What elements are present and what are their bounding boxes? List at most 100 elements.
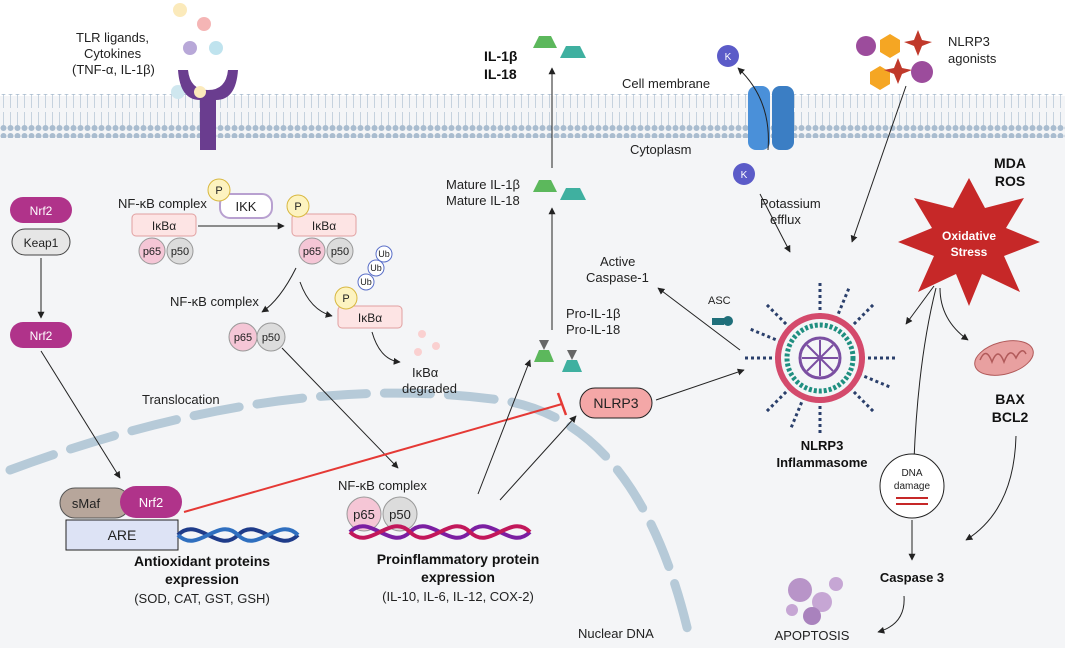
p-1-label: P: [215, 185, 222, 197]
active-caspase-label-2: Caspase-1: [586, 270, 649, 285]
mature-il18-label: Mature IL-18: [446, 193, 520, 208]
arrow-to-ub-ikba: [299, 281, 333, 318]
keap1-label: Keap1: [24, 236, 59, 250]
nfkb-complex-mid-label: NF-κB complex: [170, 294, 259, 309]
bcl2-label: BCL2: [992, 409, 1029, 425]
nrf2-mid-label: Nrf2: [30, 329, 53, 343]
oxidative-stress-label-2: Stress: [951, 245, 988, 259]
proinflammatory-title-2: expression: [421, 569, 495, 585]
ros-label: ROS: [995, 173, 1025, 189]
nrf2-free-node: [10, 322, 72, 348]
ub-label-2: Ub: [370, 263, 382, 273]
arrow-nfkb-translocation: [281, 347, 399, 469]
arrow-ros-to-dna-damage: [910, 287, 937, 461]
inhibition-line: [183, 403, 563, 513]
arrow-ikba-degradation: [371, 331, 401, 365]
pro-il1b-label: Pro-IL-1β: [566, 306, 620, 321]
p50-1-label: p50: [171, 246, 189, 258]
antioxidant-title-1: Antioxidant proteins: [134, 553, 270, 569]
dna-helix-antioxidant: [176, 527, 300, 543]
nlrp3-inflammasome-icon: [744, 282, 896, 434]
tlr-ligands-label: TLR ligands,: [76, 30, 149, 45]
p-3-label: P: [342, 293, 349, 305]
il18-secreted-icon: [560, 46, 586, 58]
ikba-degraded-label-1: IκBα: [412, 365, 439, 380]
mitochondria-icon: [974, 340, 1034, 376]
bax-label: BAX: [995, 391, 1025, 407]
ikba-2-label: IκBα: [312, 219, 336, 233]
il1b-secreted-icon: [533, 36, 557, 48]
dna-helix-proinflammatory: [348, 524, 532, 540]
tlr-receptor-icon: [178, 70, 238, 150]
ikba-3-label: IκBα: [358, 311, 382, 325]
cell-membrane-bilayer: [0, 94, 1065, 138]
ikba-degraded-label-2: degraded: [402, 381, 457, 396]
mda-label: MDA: [994, 155, 1026, 171]
nrf2-bound-node: [120, 486, 182, 518]
p65-1-label: p65: [143, 246, 161, 258]
oxidative-stress-label-1: Oxidative: [942, 229, 996, 243]
p50-node-4: [382, 496, 418, 532]
cytokines-label: Cytokines: [84, 46, 142, 61]
arrow-to-nlrp3: [499, 415, 577, 501]
p50-3-label: p50: [262, 332, 280, 344]
mature-il18-icon: [560, 188, 586, 200]
inflammasome-label-2: Inflammasome: [776, 455, 867, 470]
are-label: ARE: [108, 527, 137, 543]
arrow-to-pro-cytokines: [477, 359, 531, 495]
asc-label: ASC: [708, 295, 731, 307]
p65-node-4: [346, 496, 382, 532]
k-top-label: K: [725, 52, 732, 63]
p50-node-3: [256, 322, 286, 352]
nfkb-complex-top-label: NF-κB complex: [118, 196, 207, 211]
broken-dna-icon: [896, 497, 928, 505]
potassium-channel-icon: [748, 86, 794, 150]
are-box: [65, 519, 179, 551]
arrow-efflux-to-inflammasome: [759, 193, 791, 253]
mature-il1b-label: Mature IL-1β: [446, 177, 520, 192]
il18-label: IL-18: [484, 66, 517, 82]
ubiquitin-chain: [357, 245, 393, 291]
phosphate-1: [207, 178, 231, 202]
dna-damage-circle: [879, 453, 945, 519]
antioxidant-list: (SOD, CAT, GST, GSH): [134, 591, 270, 606]
arrow-ros-to-inflammasome: [905, 285, 935, 325]
ikba-box-2: [291, 213, 357, 237]
arrow-nrf2-translocation: [40, 350, 121, 479]
caspase3-label: Caspase 3: [880, 570, 944, 585]
tnf-label: (TNF-α, IL-1β): [72, 62, 155, 77]
potassium-ion-bottom: [733, 163, 755, 185]
arrow-caspase3-to-apoptosis: [877, 595, 905, 634]
p50-node-2: [326, 237, 354, 265]
arrow-inflammasome-to-caspase1: [657, 287, 741, 351]
nrf2-bottom-label: Nrf2: [139, 495, 164, 510]
nlrp3-agonists-label-2: agonists: [948, 51, 997, 66]
arrow-potassium-efflux: [737, 67, 769, 151]
nfkb-complex-bottom-label: NF-κB complex: [338, 478, 427, 493]
ikba-box-1: [131, 213, 197, 237]
keap1-node: [11, 228, 71, 256]
tlr-ligand-dots: [171, 3, 223, 99]
nlrp3-label: NLRP3: [593, 395, 638, 411]
p65-4-label: p65: [353, 507, 375, 522]
proinflammatory-list: (IL-10, IL-6, IL-12, COX-2): [382, 589, 534, 604]
arrow-nlrp3-to-inflammasome: [655, 368, 745, 401]
inhibition-bar: [556, 392, 568, 416]
nlrp3-agonists-icon: [856, 30, 933, 90]
proinflammatory-title-1: Proinflammatory protein: [377, 551, 540, 567]
p50-node-1: [166, 237, 194, 265]
arrow-agonists-to-inflammasome: [850, 85, 907, 243]
k-bottom-label: K: [741, 170, 748, 181]
oxidative-stress-star: [898, 178, 1040, 306]
pro-il18-icon: [562, 360, 582, 372]
pro-il1b-prodomain: [539, 340, 549, 350]
cytoplasm-label: Cytoplasm: [630, 142, 691, 157]
antioxidant-title-2: expression: [165, 571, 239, 587]
arrow-bax-to-caspase3: [965, 435, 1017, 541]
p65-3-label: p65: [234, 332, 252, 344]
nuclear-envelope: [5, 388, 695, 645]
nrf2-top-label: Nrf2: [30, 204, 53, 218]
potassium-label-2: efflux: [770, 212, 801, 227]
p65-node-1: [138, 237, 166, 265]
